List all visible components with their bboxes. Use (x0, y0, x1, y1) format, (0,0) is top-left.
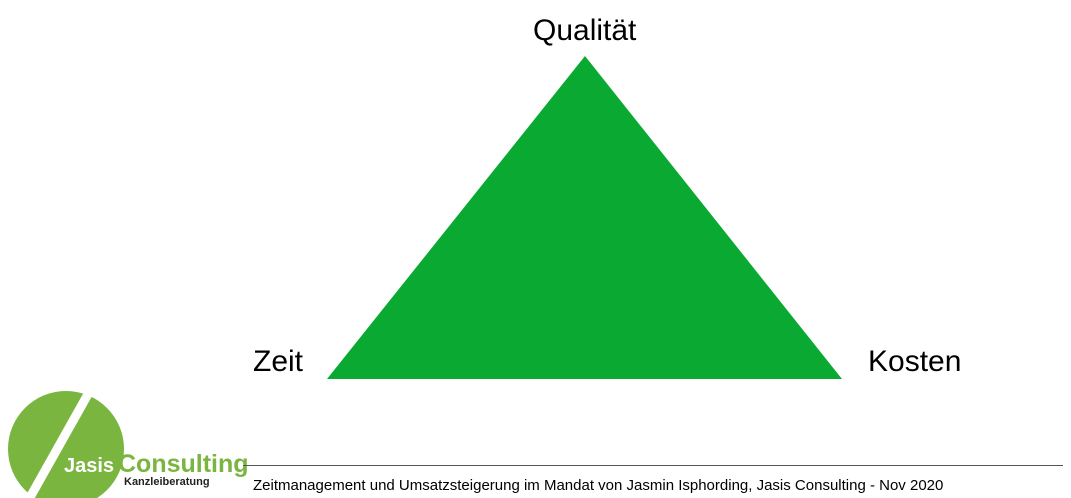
logo-text-jasis: Jasis (64, 455, 115, 477)
logo-slash (24, 384, 96, 498)
logo-text-consulting: Consulting (118, 450, 249, 478)
logo-mark (8, 384, 124, 498)
logo-circle (8, 391, 124, 498)
footer-caption: Zeitmanagement und Umsatzsteigerung im M… (253, 477, 944, 494)
vertex-label-quality: Qualität (533, 14, 637, 47)
company-logo: Jasis Consulting Kanzleiberatung (0, 383, 250, 498)
footer-divider (243, 465, 1063, 466)
vertex-label-costs: Kosten (868, 345, 962, 378)
green-triangle (327, 56, 842, 379)
logo-tagline: Kanzleiberatung (124, 476, 210, 488)
vertex-label-time: Zeit (253, 345, 304, 378)
